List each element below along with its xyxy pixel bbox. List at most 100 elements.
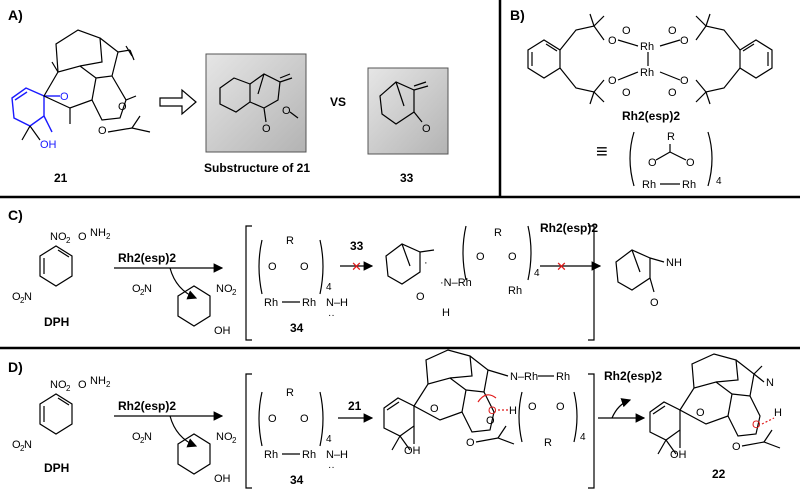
rh-esp-structure: O O O O O O O O Rh Rh [527,13,773,105]
svg-text:O: O [668,87,677,99]
rh-atom-top: Rh [640,41,654,53]
svg-text:4: 4 [326,282,332,293]
svg-text:4: 4 [326,434,332,445]
comparison-box: O [367,67,449,155]
svg-text:H: H [442,307,450,319]
svg-text:O: O [686,157,695,169]
dinitrophenol-d: O 2 N NO 2 OH [132,431,237,485]
svg-text:2: 2 [106,380,111,389]
panel-b: B) O O O O [510,7,773,191]
svg-text:O: O [430,403,439,415]
svg-text:N–H: N–H [326,449,348,461]
rh-nitrene-c: R O O 4 Rh Rh N–H ·· [258,235,348,321]
svg-text:N–Rh: N–Rh [510,371,538,383]
bracket-close-d [588,373,595,489]
release-label-c: Rh2(esp)2 [540,221,598,235]
svg-text:O: O [300,261,309,273]
svg-text:O: O [466,437,475,449]
svg-text:O: O [608,75,617,87]
versus-text: VS [330,95,346,109]
svg-text:N: N [144,431,152,443]
svg-text:NO: NO [216,431,233,443]
hat-intermediate-c: O · ·N–Rh H R O O 4 Rh [385,225,540,319]
svg-text:H: H [774,407,782,419]
intermediate-34-label-c: 34 [290,321,304,335]
svg-text:R: R [667,131,675,143]
svg-text:N–H: N–H [326,297,348,309]
ketone-oxygen-33: O [422,123,431,135]
svg-text:OH: OH [404,445,421,457]
svg-text:O: O [300,413,309,425]
acetonide-oxygen: O [98,125,107,137]
dph-structure-d: NO 2 O NH 2 O 2 N [12,375,111,453]
svg-text:O: O [732,441,741,453]
product-22-label: 22 [712,467,726,481]
bracket-open-c [245,225,252,341]
svg-text:Rh: Rh [302,297,316,309]
svg-text:OH: OH [214,325,231,337]
svg-text:Rh: Rh [642,179,656,191]
svg-text:O: O [416,291,425,303]
svg-text:O: O [648,157,657,169]
compound-21-label: 21 [54,171,68,185]
svg-text:OH: OH [670,449,687,461]
svg-text:OH: OH [214,473,231,485]
svg-text:O: O [132,431,141,443]
svg-text:O: O [508,251,517,263]
svg-text:N: N [144,283,152,295]
hydroxyl-oh: OH [40,139,57,151]
arrow-reagent-d: Rh2(esp)2 [118,399,176,413]
svg-text:2: 2 [20,444,25,453]
svg-text:NO: NO [216,283,233,295]
svg-text:O: O [668,25,677,37]
svg-text:R: R [286,387,294,399]
svg-text:O: O [608,35,617,47]
release-label-d: Rh2(esp)2 [604,369,662,383]
ketone-oxygen-a: O [262,123,271,135]
aziridine-product-c: NH O [615,249,682,309]
catalyst-name: Rh2(esp)2 [622,109,680,123]
svg-text:NH: NH [666,257,682,269]
svg-text:H: H [509,405,517,417]
dinitrophenol-c: O 2 N NO 2 OH [132,283,237,337]
intermediate-34-label-d: 34 [290,473,304,487]
svg-text:O: O [78,231,87,243]
panel-b-label: B) [510,7,525,23]
svg-text:4: 4 [716,176,722,187]
svg-text:2: 2 [232,436,237,445]
svg-text:N: N [24,439,32,451]
svg-text:Rh: Rh [682,179,696,191]
panel-d: D) NO 2 O NH 2 O 2 N DPH Rh2(esp)2 O 2 N… [8,349,782,489]
svg-text:·N–Rh: ·N–Rh [440,277,472,289]
svg-text:O: O [650,297,659,309]
svg-text:NH: NH [90,227,106,239]
panel-a: A) OH O O O 21 [8,7,449,185]
blocked-mark-c2: ✕ [556,259,567,274]
svg-text:O: O [268,413,277,425]
panel-c: C) NO 2 O NH 2 O 2 N DPH Rh2(esp)2 O 2 N… [8,207,682,341]
svg-text:Rh: Rh [302,449,316,461]
svg-text:4: 4 [580,432,586,443]
svg-text:·: · [424,257,428,269]
rh-nitrene-d: R O O 4 Rh Rh N–H ·· [258,387,348,473]
svg-text:2: 2 [20,296,25,305]
transition-complex-d: O OH O O O H N–Rh Rh O O R 4 [383,349,586,457]
rh-atom-bottom: Rh [640,67,654,79]
panel-a-label: A) [8,7,23,23]
lactone-oxygen: O [118,101,127,113]
svg-text:O: O [680,35,689,47]
svg-text:O: O [622,87,631,99]
svg-text:2: 2 [140,436,145,445]
svg-text:O: O [556,401,565,413]
svg-text:Rh: Rh [264,297,278,309]
dph-label-d: DPH [44,461,69,475]
svg-text:O: O [12,439,21,451]
svg-text:R: R [494,227,502,239]
svg-text:O: O [268,261,277,273]
svg-text:NH: NH [90,375,106,387]
methoxy-oxygen: O [282,105,291,117]
svg-text:2: 2 [66,236,71,245]
svg-text:O: O [12,291,21,303]
svg-text:O: O [528,401,537,413]
